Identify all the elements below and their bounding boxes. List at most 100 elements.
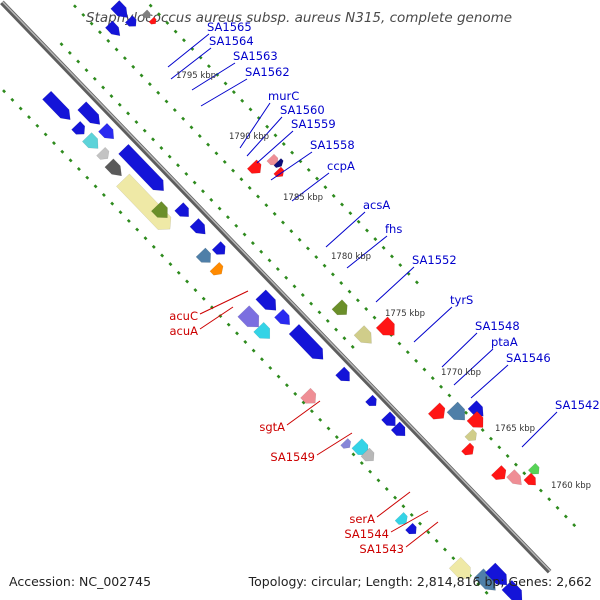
gene-label-forward: ccpA [327,159,355,173]
map-title: Staphylococcus aureus subsp. aureus N315… [86,10,513,26]
gene-arrow [118,143,164,192]
tick-rail-inner-reverse [67,0,580,531]
gene-label-reverse: SA1549 [270,450,315,464]
leader-line [316,432,353,456]
leader-line [346,235,388,269]
gene-label-forward: SA1552 [412,253,457,267]
gene-arrow [448,556,471,579]
gene-arrow [527,462,540,475]
leader-line [239,102,271,149]
tick-rail-outer-forward [0,85,494,600]
leader-line [191,62,236,91]
gene-label-reverse: SA1543 [359,542,404,556]
gene-arrow [274,308,291,326]
gene-arrow [124,15,137,27]
gene-arrow [77,101,101,125]
scale-label: 1760 kbp [551,481,591,491]
gene-arrow [331,299,348,316]
leader-line [390,510,429,533]
gene-arrow [506,469,522,486]
gene-arrow [150,201,168,219]
gene-arrow [375,316,395,336]
label-leader-lines [167,33,558,548]
backbone-highlight [2,1,551,572]
gene-arrow [148,16,157,25]
gene-label-forward: SA1558 [310,138,355,152]
gene-arrow [237,305,260,328]
accession-text: Accession: NC_002745 [9,574,152,589]
gene-arrow [174,202,189,218]
gene-label-reverse: SA1544 [344,527,389,541]
leader-line [270,151,313,181]
gene-arrow [365,394,377,407]
gene-arrow [427,402,446,420]
leader-line [286,400,321,426]
gene-arrow [255,289,277,311]
leader-line [376,491,411,518]
gene-arrow [81,132,99,149]
gene-label-reverse: acuC [169,309,198,323]
gene-arrow [42,90,71,121]
gene-arrow [490,465,507,481]
gene-label-forward: SA1563 [233,49,278,63]
backbone-line [0,0,552,574]
gene-arrow [288,323,324,360]
gene-arrow [405,522,417,535]
gene-label-forward: acsA [363,198,390,212]
leader-line [405,521,439,548]
leader-line [200,78,248,107]
gene-label-forward: SA1542 [555,398,600,412]
leader-line [453,348,494,386]
gene-label-forward: ptaA [491,335,518,349]
backbone [0,0,552,574]
gene-arrow [266,153,279,166]
gene-arrow [394,511,408,525]
leader-line [291,172,330,202]
gene-label-forward: SA1565 [207,20,252,34]
gene-arrow [340,438,352,449]
gene-labels: SA1565SA1564SA1563SA1562murCSA1560SA1559… [169,20,599,556]
gene-arrow [501,579,523,600]
gene-arrow [300,387,317,404]
gene-arrow [98,122,115,140]
gene-label-forward: SA1559 [291,117,336,131]
gene-label-forward: SA1546 [506,351,551,365]
gene-arrow [335,366,350,382]
gene-arrow [273,158,284,168]
scale-label: 1785 kbp [283,193,323,203]
gene-arrow [466,410,484,428]
gene-arrow [195,247,211,263]
leader-line [413,306,453,343]
leader-line [170,47,212,80]
genome-summary-text: Topology: circular; Length: 2,814,816 bp… [248,574,592,589]
scale-label: 1795 kbp [176,71,216,81]
gene-arrow [360,447,375,462]
gene-label-forward: SA1548 [475,319,520,333]
leader-line [199,290,249,315]
gene-arrow [209,261,224,276]
gene-arrow [110,0,128,18]
gene-label-forward: SA1564 [209,34,254,48]
gene-label-forward: murC [268,89,299,103]
scale-label: 1775 kbp [385,309,425,319]
gene-arrow [464,428,477,441]
leader-line [325,211,366,248]
gene-arrow [390,421,406,437]
gene-arrow [461,442,475,456]
tick-lines [0,0,580,600]
scale-label: 1790 kbp [229,132,269,142]
gene-label-forward: SA1562 [245,65,290,79]
leader-line [167,33,210,68]
leader-line [256,130,294,164]
leader-line [199,306,234,330]
scale-label: 1770 kbp [441,368,481,378]
gene-arrow [96,146,110,160]
gene-label-reverse: sgtA [259,420,285,434]
gene-arrow [523,472,536,486]
leader-line [375,266,415,303]
gene-arrow [189,218,206,235]
gene-arrow [141,9,151,19]
leader-line [246,116,283,157]
